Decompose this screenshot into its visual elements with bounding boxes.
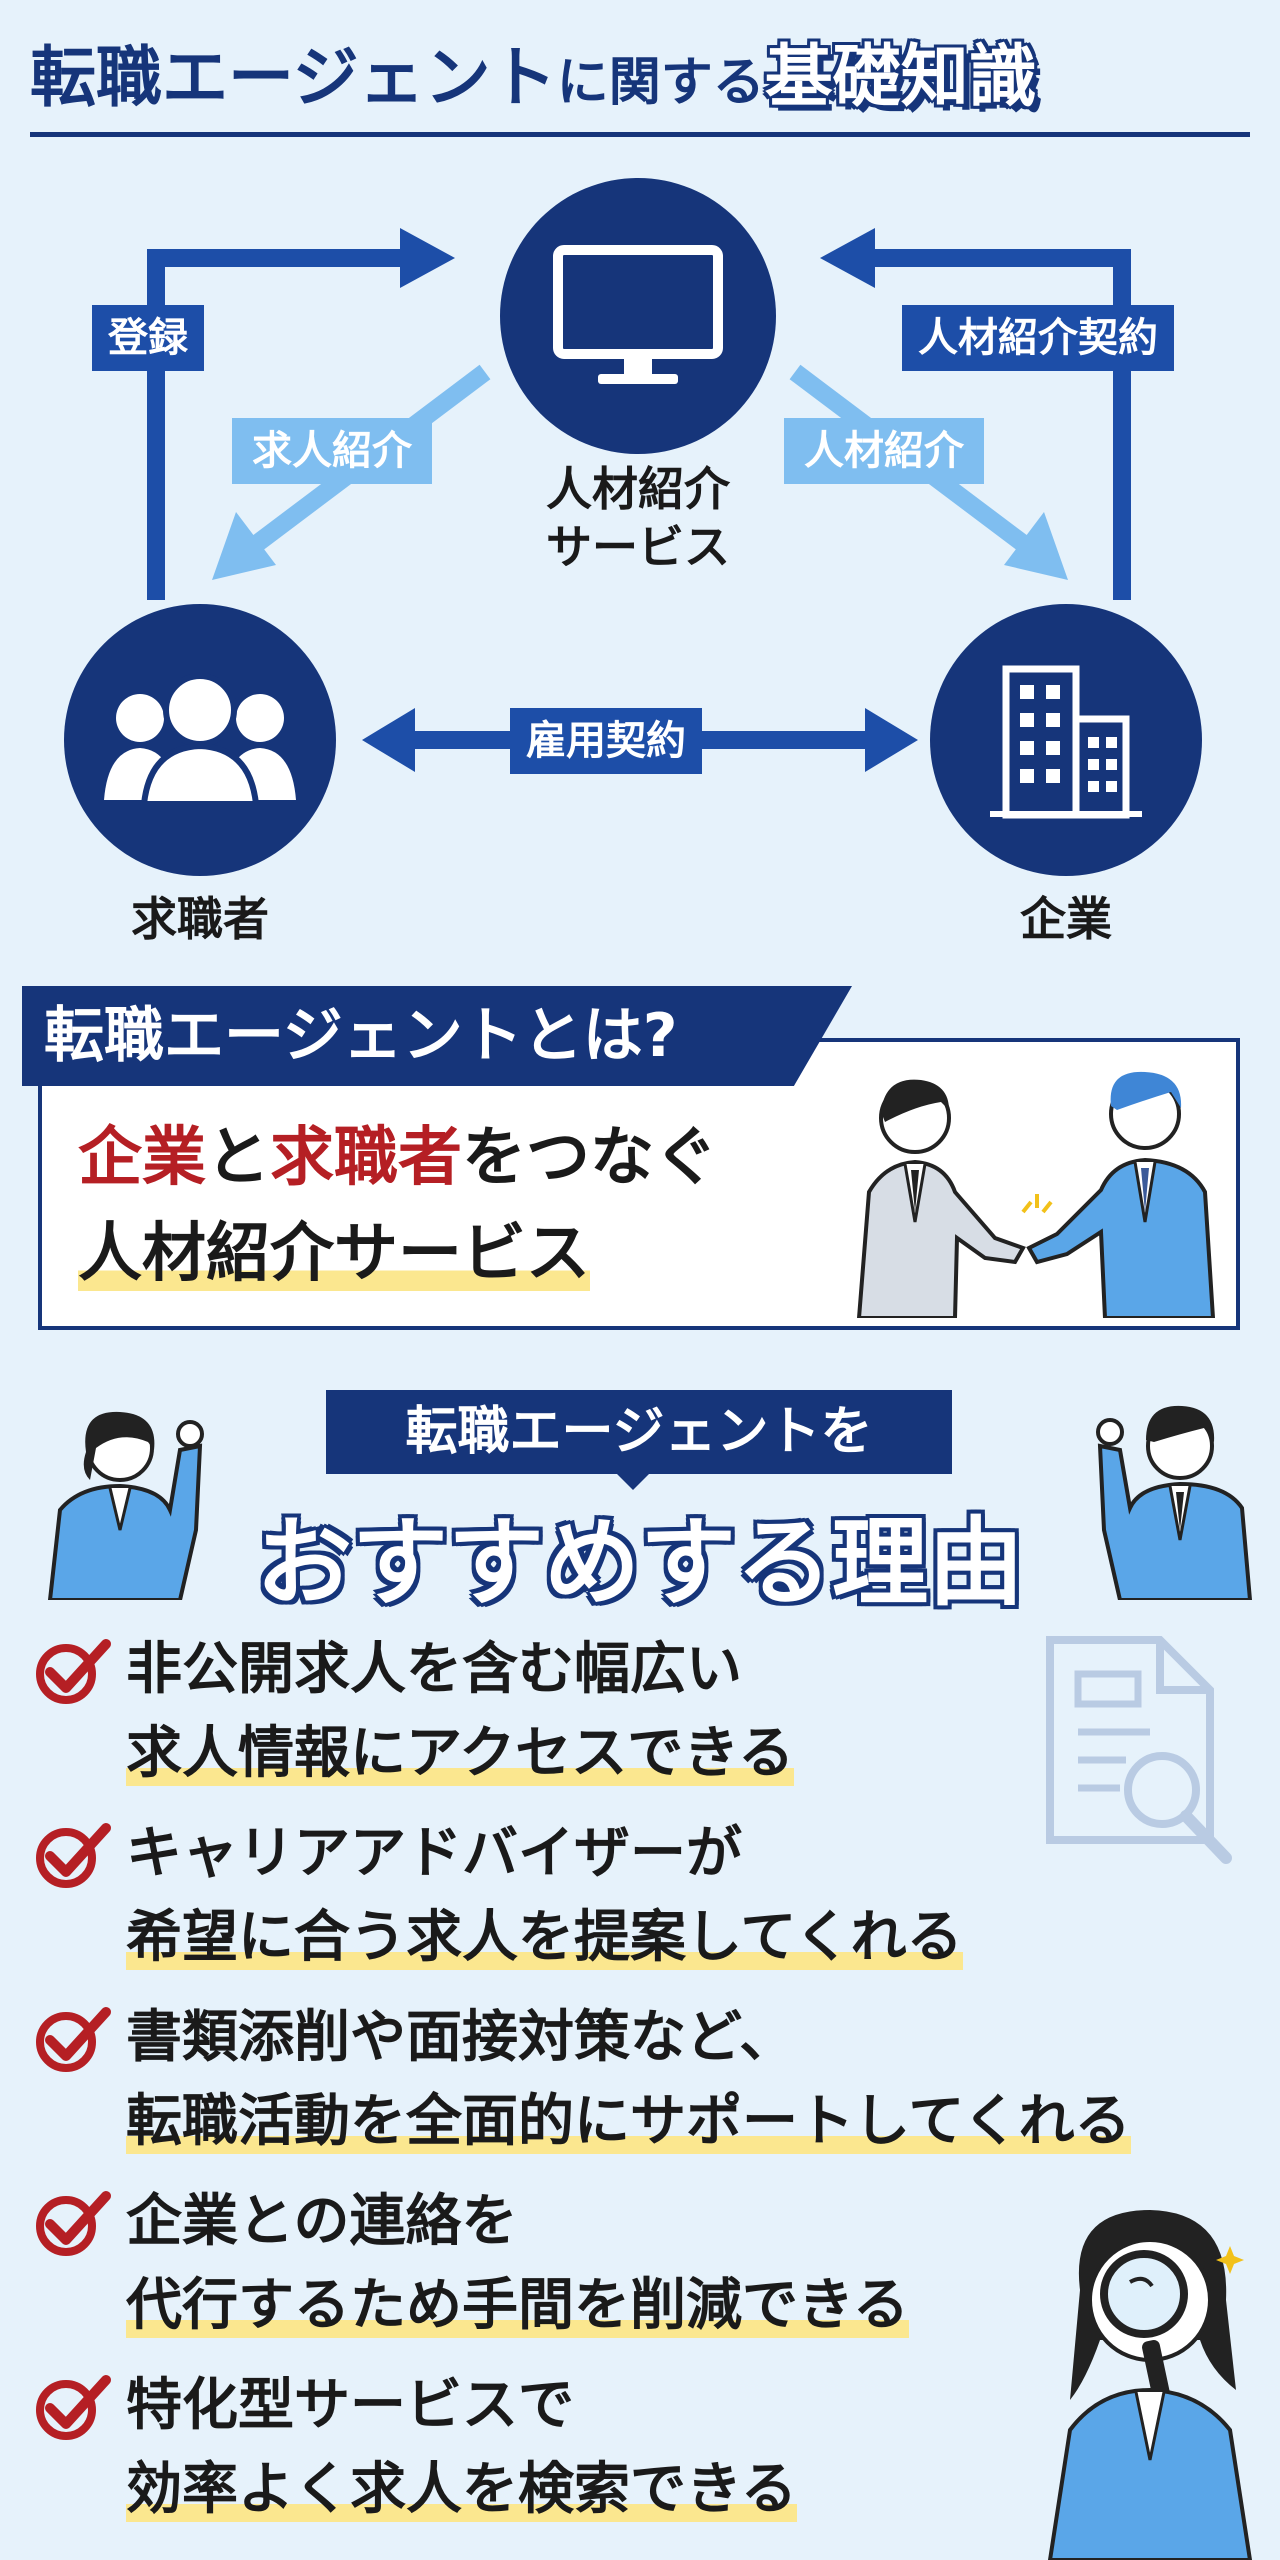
checkmark-icon xyxy=(36,2191,111,2256)
reason-item-2: キャリアアドバイザーが 希望に合う求人を提案してくれる xyxy=(34,1812,1274,1982)
people-icon xyxy=(104,673,296,807)
talent-intro-tag: 人材紹介 xyxy=(784,418,984,484)
checkmark-icon xyxy=(36,1639,111,1704)
woman-magnifier-illustration xyxy=(1047,2210,1253,2560)
whatis-line2: 人材紹介サービス xyxy=(78,1206,590,1302)
reason-5-line2: 効率よく求人を検索できる xyxy=(126,2457,797,2522)
reason-3-line1: 書類添削や面接対策など、 xyxy=(126,2005,796,2070)
reason-2-line1: キャリアアドバイザーが xyxy=(126,1821,742,1886)
reason-item-4: 企業との連絡を 代行するため手間を削減できる xyxy=(34,2180,1274,2350)
monitor-icon xyxy=(553,245,723,384)
whatis-heading: 転職エージェントとは? xyxy=(22,986,852,1086)
contract-tag: 人材紹介契約 xyxy=(902,305,1174,371)
whatis-job-seeker: 求職者 xyxy=(270,1121,462,1195)
reason-4-line1: 企業との連絡を xyxy=(126,2189,518,2254)
register-arrow-head xyxy=(400,228,455,288)
whatis-and: と xyxy=(206,1121,270,1195)
whatis-connect: をつなぐ xyxy=(462,1121,718,1195)
employment-arrow-head-right xyxy=(865,708,918,772)
title-part3: 基礎知識 xyxy=(764,38,1037,117)
reason-5-line1: 特化型サービスで xyxy=(126,2373,574,2438)
talent-intro-arrow-head xyxy=(1004,512,1068,580)
service-label-line2: サービス xyxy=(546,520,730,574)
reason-item-3: 書類添削や面接対策など、 転職活動を全面的にサポートしてくれる xyxy=(34,1996,1274,2166)
employment-arrow-head-left xyxy=(362,708,415,772)
reason-item-1: 非公開求人を含む幅広い 求人情報にアクセスできる xyxy=(34,1628,1274,1798)
whatis-service: 人材紹介サービス xyxy=(78,1217,590,1291)
checkmark-icon xyxy=(36,2007,111,2072)
building-icon xyxy=(990,665,1142,819)
reason-item-5: 特化型サービスで 効率よく求人を検索できる xyxy=(34,2364,1274,2534)
man-cheering-illustration xyxy=(1096,1405,1253,1600)
employment-tag: 雇用契約 xyxy=(510,708,702,774)
service-node xyxy=(500,178,776,454)
whatis-company: 企業 xyxy=(78,1121,206,1195)
job-intro-tag: 求人紹介 xyxy=(232,418,432,484)
title-part2: に関する xyxy=(556,53,765,113)
reason-4-line2: 代行するため手間を削減できる xyxy=(126,2273,909,2338)
whatis-line1: 企業と求職者をつなぐ xyxy=(78,1110,718,1206)
document-search-icon xyxy=(1046,1636,1232,1864)
register-arrow-line xyxy=(147,249,405,600)
checkmark-icon xyxy=(36,2375,111,2440)
company-label: 企業 xyxy=(1020,892,1112,946)
title-underline xyxy=(30,132,1250,137)
title-part1: 転職エージェント xyxy=(30,39,557,116)
service-label-line1: 人材紹介 xyxy=(546,462,730,516)
job-seeker-node xyxy=(64,604,336,876)
reason-1-line2: 求人情報にアクセスできる xyxy=(126,1721,795,1786)
job-intro-arrow-head xyxy=(212,512,276,580)
reason-3-line2: 転職活動を全面的にサポートしてくれる xyxy=(126,2089,1131,2154)
service-label: 人材紹介 サービス xyxy=(480,460,796,576)
reasons-heading-tail xyxy=(615,1472,651,1490)
handshake-illustration xyxy=(856,1071,1216,1318)
checkmark-icon xyxy=(36,1823,111,1888)
contract-arrow-line xyxy=(870,249,1131,600)
reason-2-line2: 希望に合う求人を提案してくれる xyxy=(126,1905,963,1970)
page-title: 転職エージェントに関する基礎知識 xyxy=(30,28,1250,128)
register-tag: 登録 xyxy=(92,305,204,371)
company-node xyxy=(930,604,1202,876)
reason-1-line1: 非公開求人を含む幅広い xyxy=(126,1637,742,1702)
woman-cheering-illustration xyxy=(47,1411,204,1600)
reasons-subheading: おすすめする理由 xyxy=(256,1507,1024,1619)
contract-arrow-head xyxy=(820,228,875,288)
reasons-heading: 転職エージェントを xyxy=(326,1390,952,1474)
job-seeker-label: 求職者 xyxy=(131,892,269,946)
